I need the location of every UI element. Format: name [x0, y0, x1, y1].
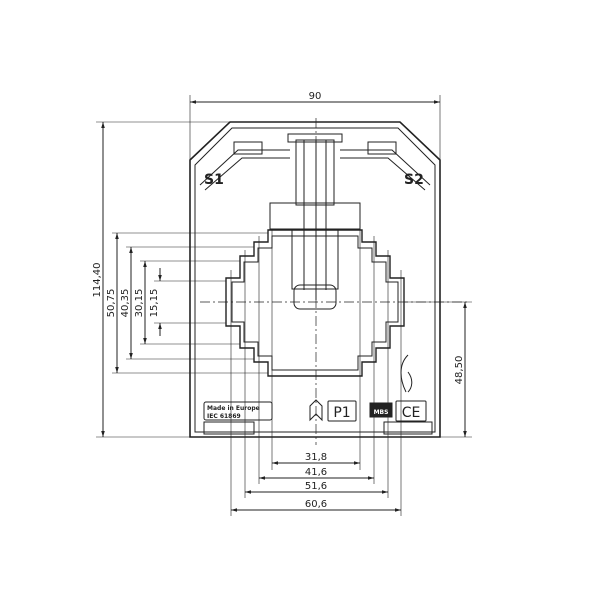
terminal-s2: S2	[404, 172, 424, 188]
dim-width: 90	[309, 91, 322, 102]
dim-h-1: 41,6	[305, 467, 327, 478]
dim-h-2: 51,6	[305, 481, 327, 492]
primary-label: P1	[333, 405, 350, 421]
dim-h-0: 31,8	[305, 452, 327, 463]
dim-center-height: 48,50	[454, 356, 465, 385]
dim-v-0: 50,75	[106, 289, 117, 318]
dim-h-3: 60,6	[305, 499, 327, 510]
terminal-s1: S1	[204, 172, 224, 188]
dimension-lines	[101, 100, 467, 512]
dim-height: 114,40	[92, 263, 103, 298]
dim-v-1: 40,35	[120, 289, 131, 318]
made-in-label: Made in Europe	[207, 405, 260, 412]
ce-mark: CE	[402, 405, 421, 421]
standard-label: IEC 61869	[207, 413, 241, 420]
dim-v-2: 30,15	[134, 289, 145, 318]
dim-v-3: 15,15	[149, 289, 160, 318]
transformer-body	[189, 121, 441, 438]
brand-logo: MBS	[374, 409, 389, 416]
